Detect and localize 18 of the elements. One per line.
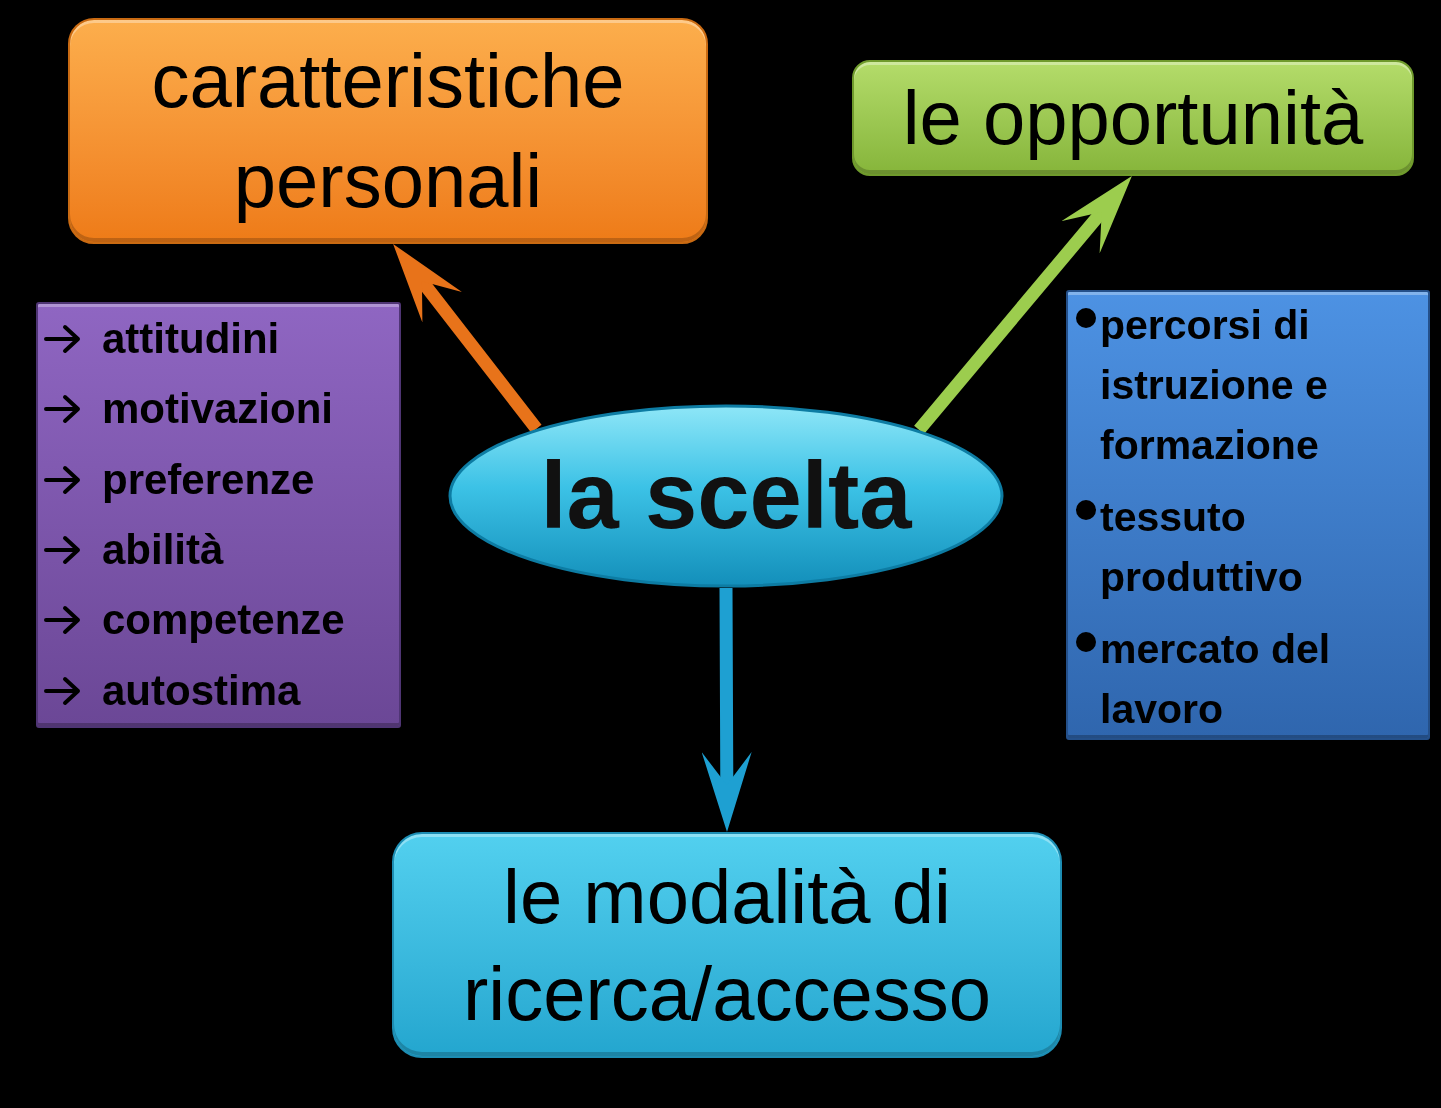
- central-ellipse: [448, 404, 1004, 588]
- list-item: competenze: [102, 599, 345, 642]
- topic-box: [852, 60, 1414, 176]
- list-panel: [36, 302, 401, 728]
- topic-box: [68, 18, 708, 244]
- list-item: preferenze: [102, 458, 315, 501]
- node-label: la scelta: [540, 449, 912, 543]
- list-panel: [1066, 290, 1430, 740]
- list-item: attitudini: [102, 318, 280, 361]
- node-label: le modalità di ricerca/accesso: [462, 853, 992, 1038]
- list-item: autostima: [102, 669, 301, 712]
- topic-box: [392, 832, 1062, 1058]
- arrow: [701, 587, 752, 833]
- node-label: le opportunità: [902, 74, 1364, 162]
- list-item: mercato del lavoro: [1100, 625, 1332, 734]
- list-item: motivazioni: [102, 388, 334, 431]
- node-label: caratteristiche personali: [150, 37, 626, 225]
- list-item: abilità: [102, 529, 224, 572]
